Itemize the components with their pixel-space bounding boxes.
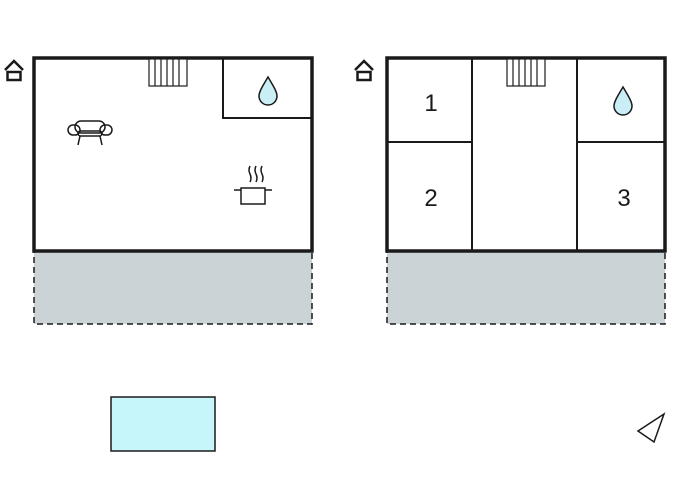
bathroom-wall (222, 58, 312, 119)
sofa-icon (67, 120, 113, 146)
house-entrance-icon (4, 59, 24, 82)
house-entrance-icon (354, 59, 374, 82)
upper-floor-outline (385, 56, 667, 253)
room-number-3: 3 (617, 185, 630, 212)
terrace (33, 250, 313, 325)
room-number-2: 2 (424, 185, 437, 212)
north-arrow-icon (636, 412, 666, 444)
swimming-pool (110, 396, 216, 452)
water-drop-icon (613, 85, 633, 116)
terrace (386, 250, 666, 325)
cooking-pot-icon (234, 165, 272, 205)
radiator-icon (506, 58, 546, 87)
room-number-1: 1 (424, 90, 437, 117)
radiator-icon (148, 58, 188, 87)
water-drop-icon (258, 75, 278, 106)
interior-walls (387, 58, 665, 251)
floor-plan-upper: 1 2 3 (354, 56, 667, 325)
floor-plan-ground (4, 56, 314, 325)
